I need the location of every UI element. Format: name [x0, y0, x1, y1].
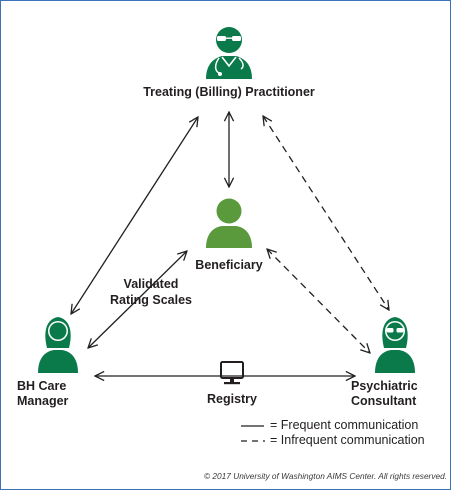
legend-frequent-text: = Frequent communication [270, 418, 419, 432]
practitioner-label: Treating (Billing) Practitioner [143, 85, 315, 99]
bh-care-manager-icon [38, 317, 78, 373]
edge-beneficiary-psychiatric [267, 249, 370, 353]
psychiatric-consultant-label: Psychiatric Consultant [351, 379, 441, 409]
copyright-text: © 2017 University of Washington AIMS Cen… [204, 471, 447, 481]
rating-scales-line1: Validated [123, 277, 179, 291]
practitioner-icon [206, 27, 252, 79]
psychiatric-consultant-line2: Consultant [351, 394, 417, 408]
bh-care-manager-line1: BH Care [17, 379, 67, 393]
edge-practitioner-psychiatric [263, 116, 389, 310]
beneficiary-icon [206, 198, 252, 248]
edge-beneficiary-bh-manager [88, 251, 187, 348]
psychiatric-consultant-line1: Psychiatric [351, 379, 418, 393]
psychiatric-consultant-icon [375, 317, 415, 373]
legend-infrequent-text: = Infrequent communication [270, 433, 425, 447]
bh-care-manager-label: BH Care Manager [17, 379, 101, 409]
bh-care-manager-line2: Manager [17, 394, 69, 408]
rating-scales-line2: Rating Scales [110, 293, 192, 307]
rating-scales-label: Validated Rating Scales [96, 276, 206, 308]
beneficiary-label: Beneficiary [195, 258, 263, 272]
registry-label: Registry [206, 392, 258, 406]
registry-monitor-icon [220, 361, 244, 385]
